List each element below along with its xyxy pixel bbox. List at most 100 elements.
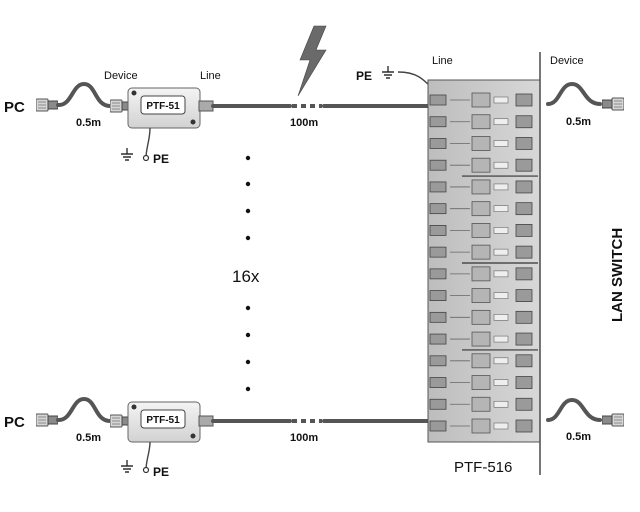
- device-port-icon: [515, 267, 533, 281]
- line-port-icon: [429, 290, 447, 302]
- component-icon: [493, 118, 509, 126]
- dot-icon: [245, 208, 251, 214]
- line-length-top: 100m: [290, 117, 318, 129]
- protection-element: [471, 288, 491, 304]
- pe-label-bottom: PE: [153, 465, 169, 479]
- protection-element: [471, 396, 491, 412]
- device-port-icon: [515, 180, 533, 194]
- pc-label-top: PC: [4, 99, 25, 116]
- lightning-icon: [297, 25, 327, 97]
- device-port-icon: [515, 115, 533, 129]
- protection-element: [471, 222, 491, 238]
- protection-element: [471, 331, 491, 347]
- line-port-icon: [429, 420, 447, 432]
- module-name-top: PTF-51: [146, 101, 180, 112]
- switch-side: 0.5m 0.5m LAN SWITCH: [546, 81, 626, 443]
- patch-cable-top-right: [546, 81, 602, 106]
- dot-icon: [245, 305, 251, 311]
- count-indicator: 16x: [232, 155, 260, 392]
- protection-element: [471, 179, 491, 195]
- lan-switch-label: LAN SWITCH: [609, 228, 626, 322]
- component-icon: [493, 96, 509, 104]
- dot-icon: [245, 155, 251, 161]
- patch-length-top-right: 0.5m: [566, 116, 591, 128]
- dot-icon: [245, 235, 251, 241]
- patch-length-bottom-left: 0.5m: [76, 432, 101, 444]
- panel-name: PTF-516: [454, 459, 512, 476]
- device-port-icon: [515, 93, 533, 107]
- component-icon: [493, 248, 509, 256]
- protection-element: [471, 114, 491, 130]
- line-port-icon: [429, 246, 447, 258]
- protection-element: [471, 201, 491, 217]
- component-icon: [493, 140, 509, 147]
- component-icon: [493, 183, 509, 191]
- protection-element: [471, 309, 491, 325]
- device-port-icon: [515, 354, 533, 368]
- device-port-icon: [515, 332, 533, 346]
- line-port-icon: [429, 333, 447, 345]
- ptf516-panel: PE Line Device PTF-516: [356, 52, 584, 476]
- patch-cable-top-left: [56, 81, 112, 108]
- ptf51-module-bottom: PTF-51: [127, 401, 201, 443]
- line-label-top: Line: [200, 70, 221, 82]
- patch-cable-bottom-right: [546, 397, 602, 422]
- rj45-plug-icon: [602, 97, 624, 111]
- device-port-icon: [515, 202, 533, 216]
- protection-element: [471, 92, 491, 108]
- component-icon: [493, 400, 509, 408]
- line-port-icon: [429, 398, 447, 410]
- screw-icon: [190, 433, 196, 439]
- ground-icon: [120, 460, 134, 473]
- protection-element: [471, 266, 491, 282]
- component-icon: [493, 270, 509, 278]
- screw-icon: [131, 404, 137, 410]
- component-icon: [493, 292, 509, 299]
- ground-icon: [381, 66, 395, 79]
- module-name-bottom: PTF-51: [146, 415, 180, 426]
- line-port-icon: [429, 94, 447, 106]
- line-port-icon: [429, 181, 447, 193]
- device-label-panel: Device: [550, 55, 584, 67]
- device-port-icon: [515, 397, 533, 411]
- device-port-icon: [515, 137, 533, 150]
- protection-element: [471, 244, 491, 260]
- component-icon: [493, 422, 509, 430]
- line-port-icon: [429, 116, 447, 128]
- protection-element: [471, 157, 491, 173]
- device-port-icon: [515, 419, 533, 433]
- dot-icon: [245, 359, 251, 365]
- pe-terminal-icon: [142, 154, 150, 162]
- component-icon: [493, 161, 509, 169]
- component-icon: [493, 357, 509, 365]
- device-port-icon: [515, 245, 533, 259]
- line-port-icon: [429, 159, 447, 171]
- rj45-socket-icon: [198, 415, 214, 427]
- bottom-row: PC 0.5m PTF-51 PE 100m: [4, 396, 454, 479]
- patch-length-top-left: 0.5m: [76, 117, 101, 129]
- line-label-panel: Line: [432, 55, 453, 67]
- device-port-icon: [515, 376, 533, 389]
- rj45-plug-icon: [602, 413, 624, 427]
- pe-label-panel: PE: [356, 69, 372, 83]
- device-port-icon: [515, 223, 533, 237]
- component-icon: [493, 227, 509, 234]
- pe-terminal-icon: [142, 466, 150, 474]
- ptf51-module-top: PTF-51: [127, 87, 201, 129]
- pe-wire-top: [145, 127, 151, 159]
- protection-element: [471, 136, 491, 151]
- line-port-icon: [429, 224, 447, 236]
- device-port-icon: [515, 289, 533, 303]
- line-length-bottom: 100m: [290, 432, 318, 444]
- protection-element: [471, 375, 491, 390]
- dot-icon: [245, 332, 251, 338]
- rj45-socket-icon: [198, 100, 214, 112]
- line-port-icon: [429, 203, 447, 215]
- dot-icon: [245, 181, 251, 187]
- rj45-plug-icon: [36, 98, 58, 112]
- line-port-icon: [429, 268, 447, 280]
- component-icon: [493, 314, 509, 321]
- device-port-icon: [515, 158, 533, 172]
- device-label-top: Device: [104, 70, 138, 82]
